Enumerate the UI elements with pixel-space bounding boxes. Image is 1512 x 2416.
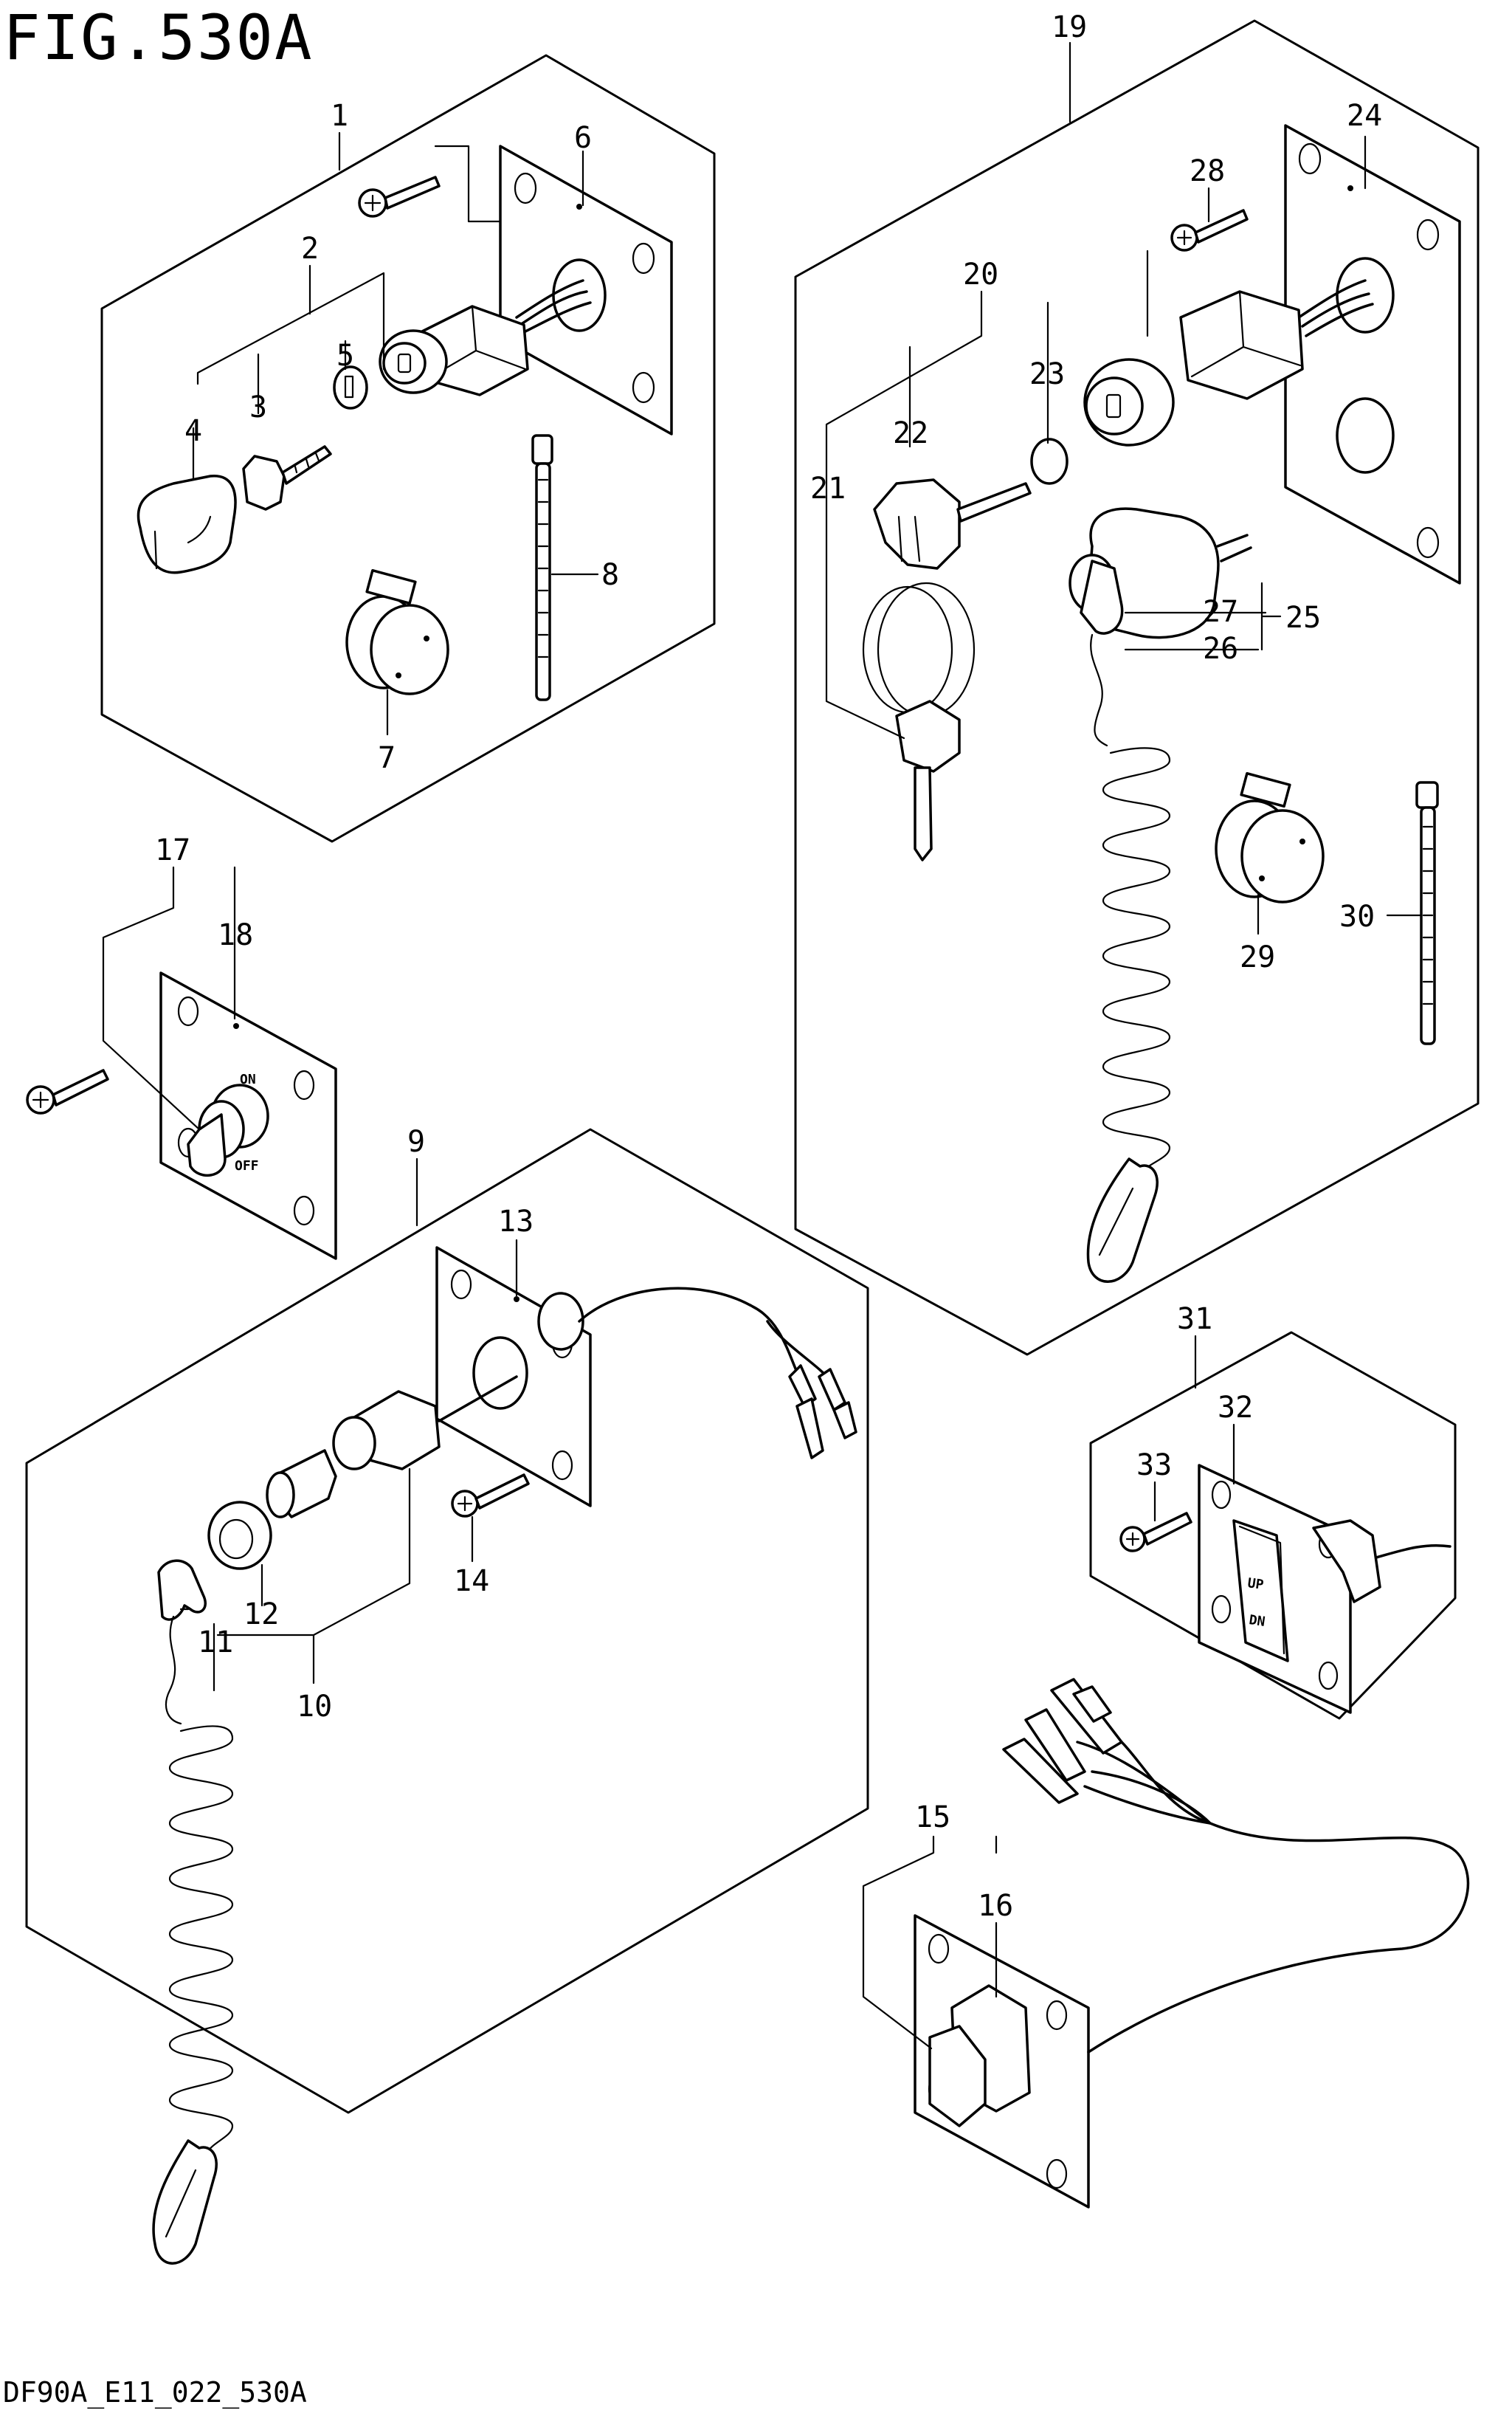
callout-22: 22 <box>893 416 928 450</box>
callout-8: 8 <box>601 558 619 592</box>
group-19-parts <box>862 124 1461 1283</box>
group-1-parts <box>137 145 673 701</box>
group-9-parts <box>152 1246 857 2265</box>
callout-18: 18 <box>218 918 253 952</box>
figure-title: FIG.530A <box>3 1 314 74</box>
key-3 <box>242 455 286 511</box>
toggle-on-marking: ON <box>240 1072 256 1087</box>
callout-30: 30 <box>1339 900 1375 934</box>
callout-28: 28 <box>1190 154 1225 188</box>
panel-plate-24 <box>1284 124 1461 585</box>
callout-5: 5 <box>336 339 354 373</box>
callout-2: 2 <box>301 232 319 266</box>
callout-27: 27 <box>1203 595 1238 629</box>
callout-10: 10 <box>297 1690 332 1724</box>
group-box-stop-switch-9 <box>25 1128 869 2114</box>
callout-26: 26 <box>1203 632 1238 666</box>
group-15-parts <box>914 1678 1469 2209</box>
callout-numbers: 1 2 3 4 5 6 7 8 9 10 11 12 13 14 15 16 1… <box>155 10 1382 1923</box>
cable-tie-30 <box>1415 781 1439 809</box>
cable-tie-8 <box>531 434 553 465</box>
callout-14: 14 <box>454 1564 489 1598</box>
trim-dn-marking: DN <box>1248 1612 1266 1630</box>
callout-21: 21 <box>810 472 846 506</box>
callout-17: 17 <box>155 833 190 867</box>
callout-29: 29 <box>1240 940 1275 974</box>
callout-1: 1 <box>331 99 348 133</box>
callout-13: 13 <box>498 1205 534 1239</box>
lock-plate-11 <box>157 1559 207 1621</box>
callout-25: 25 <box>1285 601 1321 635</box>
group-box-ignition-kit-19 <box>794 19 1480 1356</box>
callout-12: 12 <box>244 1597 279 1631</box>
drawing-code: DF90A_E11_022_530A <box>3 2376 307 2409</box>
coiled-lanyard-9 <box>152 1615 234 2265</box>
callout-11: 11 <box>198 1625 233 1659</box>
trim-up-marking: UP <box>1246 1575 1265 1593</box>
callout-6: 6 <box>574 121 592 155</box>
callout-33: 33 <box>1136 1448 1172 1482</box>
callout-7: 7 <box>378 741 396 775</box>
callout-15: 15 <box>915 1800 950 1834</box>
key-22 <box>873 478 961 570</box>
callout-23: 23 <box>1029 357 1065 391</box>
callout-31: 31 <box>1177 1302 1212 1336</box>
key-cover-4 <box>137 475 237 574</box>
trim-rocker <box>1232 1519 1289 1662</box>
group-31-parts: UP DN <box>1119 1464 1451 1714</box>
toggle-off-marking: OFF <box>235 1158 259 1174</box>
callout-3: 3 <box>249 390 267 424</box>
callout-20: 20 <box>963 258 998 292</box>
toggle-lever <box>187 1113 227 1177</box>
callout-4: 4 <box>184 414 202 448</box>
callout-9: 9 <box>407 1125 425 1159</box>
group-box-trim-switch-31 <box>1089 1331 1457 1720</box>
group-box-ignition-kit-1 <box>100 54 716 843</box>
callout-32: 32 <box>1218 1391 1253 1425</box>
callout-16: 16 <box>978 1889 1013 1923</box>
group-17-parts: ON OFF <box>26 971 337 1260</box>
callout-leaders <box>102 41 1423 2050</box>
callout-19: 19 <box>1052 10 1087 44</box>
coiled-lanyard-19 <box>1086 633 1171 1283</box>
callout-24: 24 <box>1347 99 1382 133</box>
